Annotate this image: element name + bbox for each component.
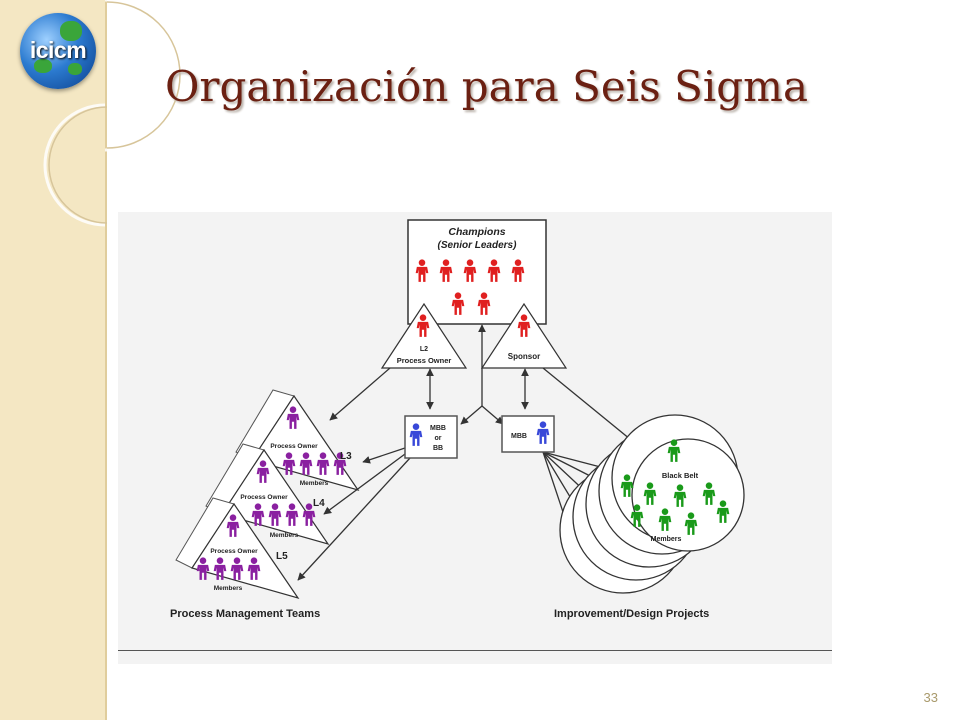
slide-title: Organización para Seis Sigma: [165, 62, 809, 111]
sponsor-label: Sponsor: [508, 352, 540, 361]
org-diagram-svg: Champions (Senior Leaders) L2 Process Ow…: [170, 219, 745, 620]
l2-role-label: Process Owner: [397, 356, 452, 365]
champions-title: Champions: [448, 226, 505, 238]
project-members-label: Members: [651, 536, 682, 543]
sidebar-panel: [0, 0, 107, 720]
l2-level-label: L2: [420, 346, 428, 353]
page-number: 33: [923, 690, 938, 705]
team-owner-label: Process Owner: [210, 548, 258, 555]
sponsor-triangle: [480, 302, 568, 369]
champions-subtitle: (Senior Leaders): [438, 240, 518, 251]
logo-globe: icicm: [20, 13, 96, 89]
team-owner-label: Process Owner: [270, 443, 318, 450]
project-circle-front: [631, 438, 745, 552]
caption-process-teams: Process Management Teams: [170, 608, 320, 620]
team-members-label: Members: [270, 532, 299, 539]
org-diagram: Champions (Senior Leaders) L2 Process Ow…: [118, 212, 832, 664]
l2-owner-triangle: [380, 302, 468, 369]
team-level-label: L4: [313, 498, 325, 509]
mbb-or-bb-line1: MBB: [430, 425, 446, 432]
connector-arrows: [297, 295, 637, 581]
mbb-label: MBB: [511, 433, 527, 440]
process-team-l5: Process Owner Members L5: [175, 497, 300, 600]
mbb-or-bb-line3: BB: [433, 445, 443, 452]
team-owner-label: Process Owner: [240, 494, 288, 501]
process-team-l4: Process Owner Members L4: [205, 443, 330, 546]
team-members-label: Members: [300, 480, 329, 487]
team-level-label: L3: [340, 451, 352, 462]
team-level-label: L5: [276, 551, 288, 562]
caption-improvement-projects: Improvement/Design Projects: [554, 608, 709, 620]
mbb-or-bb-line2: or: [435, 435, 442, 442]
logo-text: icicm: [29, 37, 87, 63]
footer-rule: [118, 650, 832, 651]
black-belt-label: Black Belt: [662, 471, 699, 480]
process-team-l3: Process Owner Members L3: [235, 389, 360, 492]
team-members-label: Members: [214, 585, 243, 592]
